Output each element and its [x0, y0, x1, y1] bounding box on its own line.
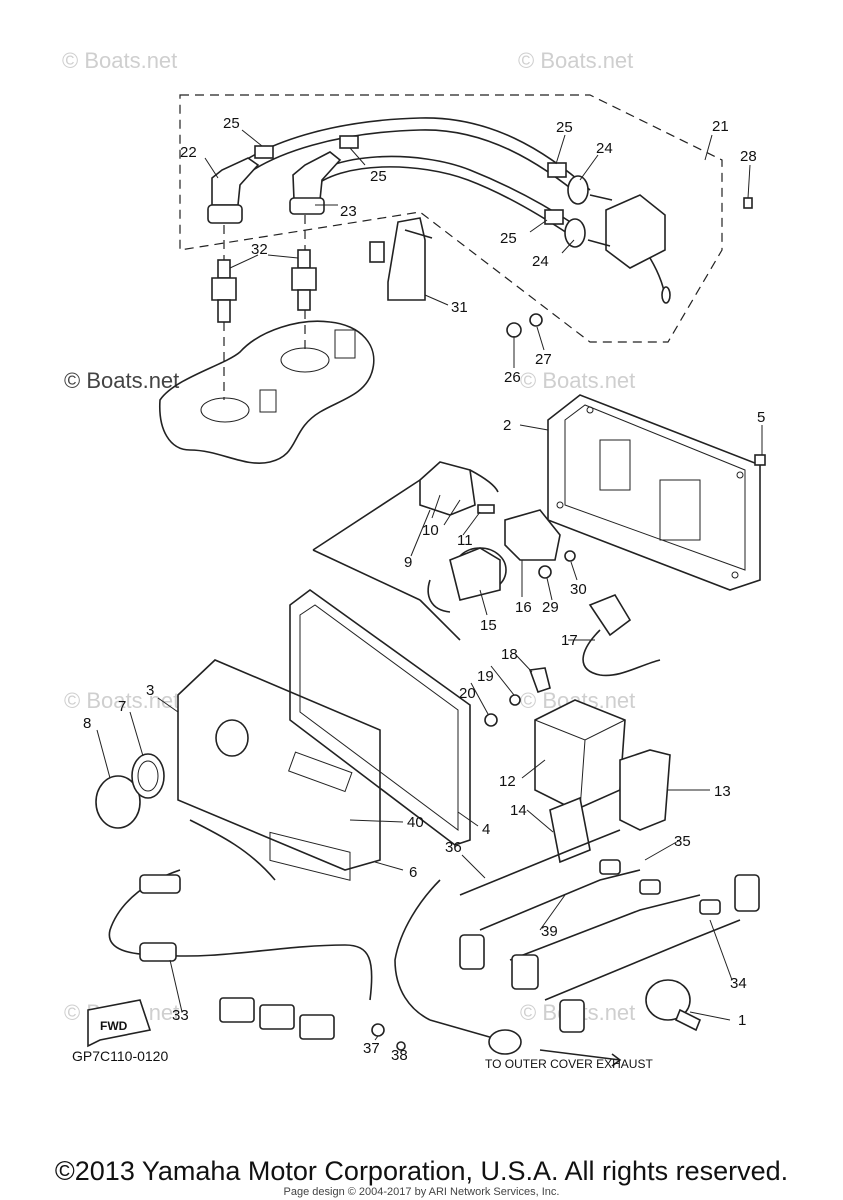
- callout-5: 5: [757, 409, 765, 426]
- hose-clamp: [645, 979, 702, 1032]
- callout-37: 37: [363, 1040, 380, 1057]
- diagram-code: GP7C110-0120: [72, 1048, 168, 1064]
- box-cover: [177, 659, 381, 881]
- callout-38: 38: [391, 1047, 408, 1064]
- callout-25b: 25: [370, 168, 387, 185]
- callout-9: 9: [404, 554, 412, 571]
- callout-20: 20: [459, 685, 476, 702]
- cylinder-head: [159, 320, 375, 464]
- callout-35: 35: [674, 833, 691, 850]
- callout-7: 7: [118, 698, 126, 715]
- callout-36: 36: [445, 839, 462, 856]
- callout-28: 28: [740, 148, 757, 165]
- callout-27: 27: [535, 351, 552, 368]
- watermark: © Boats.net: [518, 48, 633, 73]
- wire-harness: [108, 819, 373, 1040]
- callout-31: 31: [451, 299, 468, 316]
- callout-32: 32: [251, 241, 268, 258]
- callout-39: 39: [541, 923, 558, 940]
- callout-3: 3: [146, 682, 154, 699]
- relay-group: [312, 461, 499, 641]
- callout-25: 25: [223, 115, 240, 132]
- copyright-footer: ©2013 Yamaha Motor Corporation, U.S.A. A…: [54, 1156, 789, 1186]
- screws-26-27: [506, 313, 543, 338]
- fwd-label: FWD: [100, 1019, 128, 1033]
- callout-18: 18: [501, 646, 518, 663]
- page-design-credit: Page design © 2004-2017 by ARI Network S…: [283, 1186, 560, 1198]
- watermark: © Boats.net: [64, 688, 179, 713]
- rectifier: [504, 509, 576, 579]
- watermark: © Boats.net: [64, 368, 179, 393]
- callout-24: 24: [596, 140, 613, 157]
- callout-6: 6: [409, 864, 417, 881]
- callout-8: 8: [83, 715, 91, 732]
- callout-4: 4: [482, 821, 490, 838]
- callout-21: 21: [712, 118, 729, 135]
- fwd-arrow: FWD: [87, 999, 152, 1048]
- leader-lines: [96, 129, 763, 1051]
- watermark: © Boats.net: [520, 368, 635, 393]
- callout-14: 14: [510, 802, 527, 819]
- watermark: © Boats.net: [62, 48, 177, 73]
- cap-and-oring: [95, 753, 165, 829]
- coil-bracket: [369, 217, 433, 301]
- sensor: [582, 594, 661, 677]
- callout-25c: 25: [556, 119, 573, 136]
- callout-2: 2: [503, 417, 511, 434]
- callout-25d: 25: [500, 230, 517, 247]
- fasteners-18-20: [484, 667, 551, 727]
- starter-relay: [427, 547, 507, 613]
- callout-numbers: 1 2 3 4 5 6 7 8 9 10 11 12 13 14 15 16 1…: [83, 115, 765, 1064]
- callout-16: 16: [515, 599, 532, 616]
- callout-10: 10: [422, 522, 439, 539]
- cdi-unit: [534, 699, 626, 811]
- callout-24b: 24: [532, 253, 549, 270]
- callout-30: 30: [570, 581, 587, 598]
- electrical-box: [547, 394, 766, 591]
- callout-11: 11: [457, 532, 473, 549]
- cover-gasket: [289, 589, 471, 846]
- callout-34: 34: [730, 975, 747, 992]
- callout-22: 22: [180, 144, 197, 161]
- callout-19: 19: [477, 668, 494, 685]
- callout-15: 15: [480, 617, 497, 634]
- spark-plugs: [211, 215, 317, 400]
- callout-17: 17: [561, 632, 578, 649]
- callout-40: 40: [407, 814, 424, 831]
- callout-1: 1: [738, 1012, 746, 1029]
- callout-13: 13: [714, 783, 731, 800]
- callout-29: 29: [542, 599, 559, 616]
- callout-12: 12: [499, 773, 516, 790]
- callout-26: 26: [504, 369, 521, 386]
- callout-23: 23: [340, 203, 357, 220]
- exhaust-note: TO OUTER COVER EXHAUST: [485, 1057, 653, 1071]
- cables: [371, 829, 760, 1067]
- callout-33: 33: [172, 1007, 189, 1024]
- ignition-coil-group: [179, 94, 753, 343]
